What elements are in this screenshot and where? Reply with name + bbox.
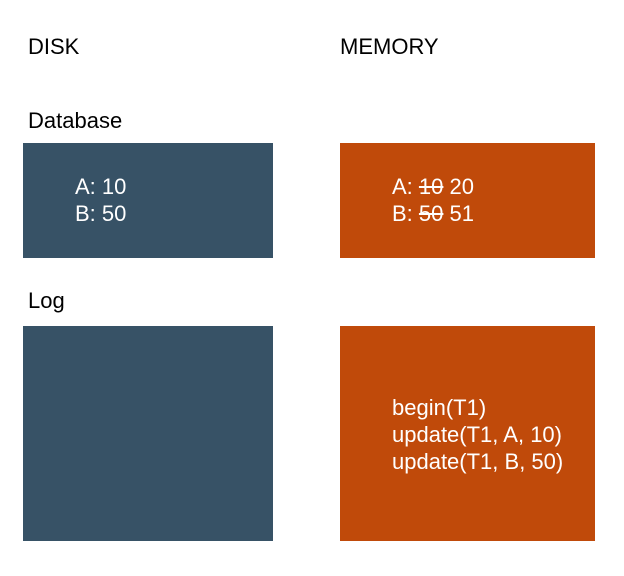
memory-b-new-value: 51	[449, 201, 475, 226]
disk-database-box: A: 10 B: 50	[23, 143, 273, 258]
memory-a-new-value: 20	[449, 174, 475, 199]
memory-a-prefix: A:	[392, 174, 413, 199]
memory-b-old-value: 50	[418, 201, 444, 226]
disk-value-a: A: 10	[75, 174, 127, 199]
memory-database-box: A: 10 20 B: 50 51	[340, 143, 595, 258]
memory-value-b: B: 50 51	[392, 200, 474, 227]
memory-heading: MEMORY	[340, 34, 439, 59]
disk-log-box	[23, 326, 273, 541]
memory-log-box: begin(T1) update(T1, A, 10) update(T1, B…	[340, 326, 595, 541]
memory-b-prefix: B:	[392, 201, 413, 226]
memory-a-old-value: 10	[418, 174, 444, 199]
database-label: Database	[28, 108, 123, 133]
log-entry: update(T1, A, 10)	[392, 422, 562, 447]
disk-heading: DISK	[28, 34, 80, 59]
log-label: Log	[28, 288, 65, 313]
memory-value-a: A: 10 20	[392, 173, 474, 200]
disk-value-b: B: 50	[75, 201, 127, 226]
log-entry: begin(T1)	[392, 395, 487, 420]
log-entry: update(T1, B, 50)	[392, 449, 564, 474]
